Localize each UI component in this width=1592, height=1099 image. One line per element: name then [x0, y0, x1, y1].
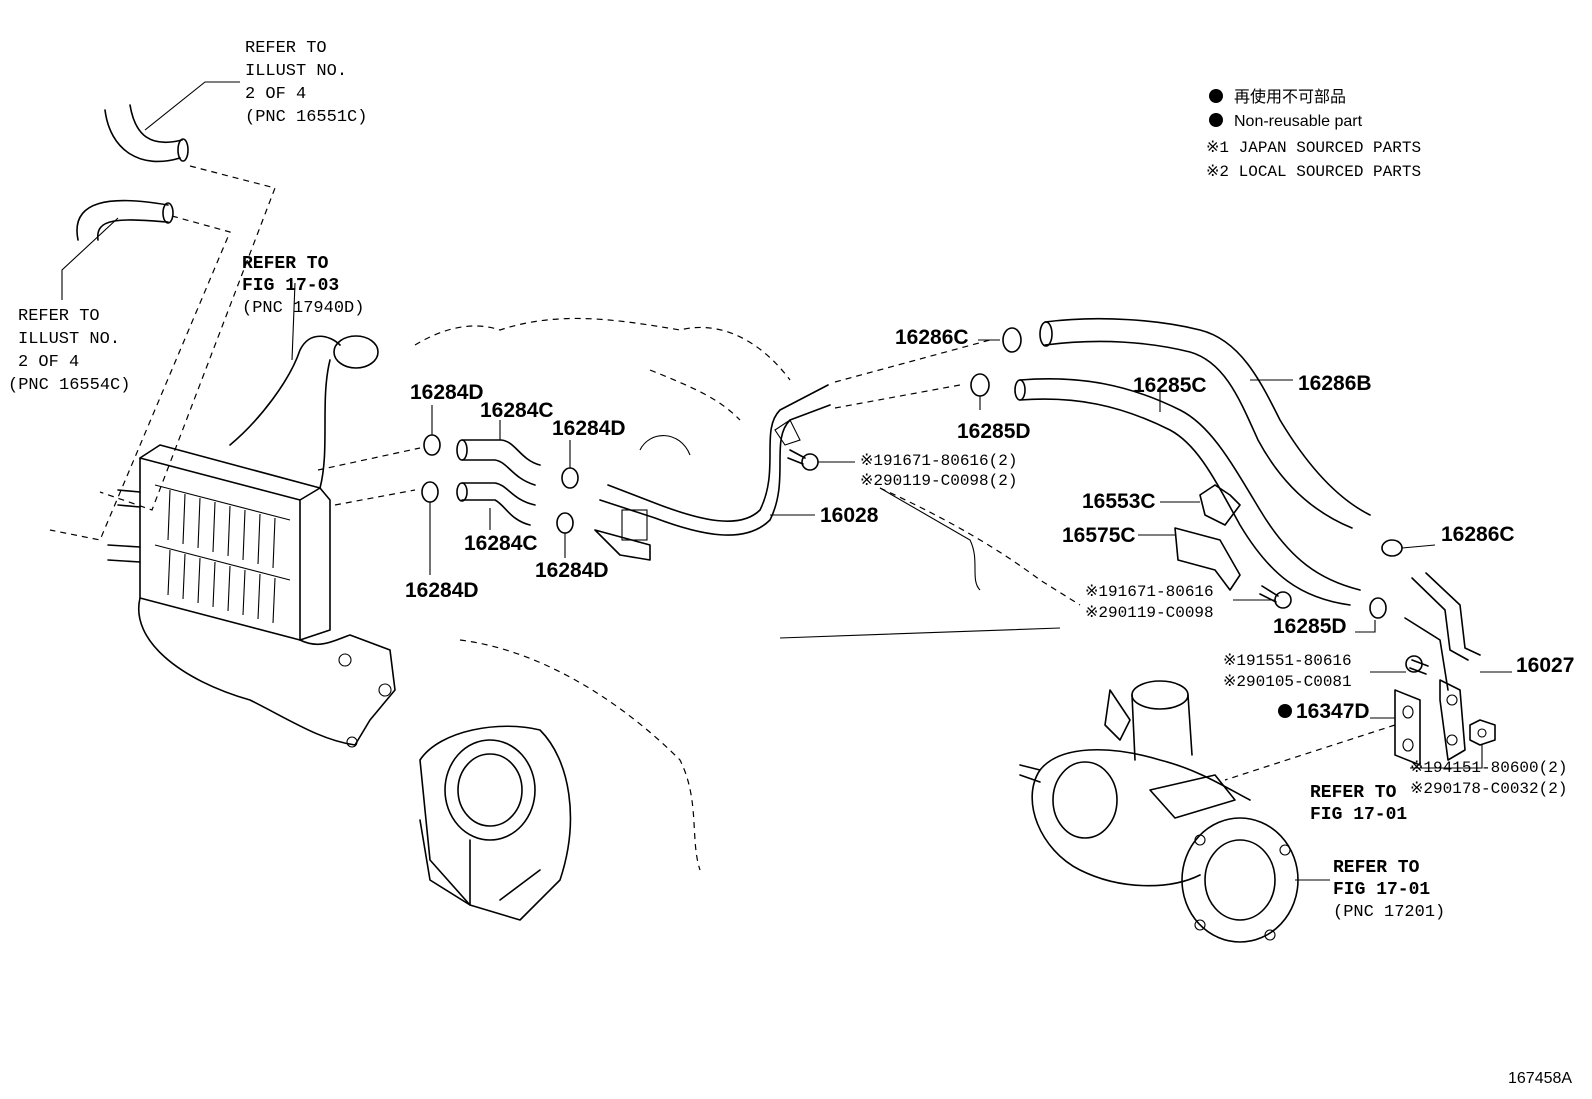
part-label-16284D: 16284D: [410, 381, 484, 404]
bolt-code: ※191671-80616(2): [860, 452, 1017, 470]
part-label-16286B: 16286B: [1298, 372, 1372, 395]
illustration-id: 167458A: [1508, 1070, 1572, 1087]
part-label-16575C: 16575C: [1062, 524, 1136, 547]
part-labels: 16284D 16284C 16284D 16284C 16284D 16284…: [405, 326, 1574, 723]
nut-code: ※194151-80600(2): [1410, 759, 1567, 777]
clamp-16286C: [1381, 539, 1436, 557]
bolt-code: ※191551-80616: [1223, 652, 1352, 670]
ref-line: 2 OF 4: [245, 85, 306, 104]
ref-line: (PNC 16554C): [8, 376, 130, 395]
ref-line: (PNC 17940D): [242, 299, 364, 318]
clamps-16284D: [421, 405, 579, 575]
bolt-code: ※290119-C0098(2): [860, 472, 1017, 490]
part-label-16284D: 16284D: [535, 559, 609, 582]
gasket-16347D: [1370, 689, 1421, 766]
dashed-leader: [1224, 724, 1396, 781]
engine-outline: [639, 435, 1061, 639]
ref-illust-top: REFER TO ILLUST NO. 2 OF 4 (PNC 16551C): [245, 39, 367, 127]
ref-line: FIG 17-01: [1310, 805, 1407, 825]
legend-non-reusable-jp: 再使用不可部品: [1234, 88, 1346, 106]
ref-line: REFER TO: [245, 39, 327, 58]
ref-line: REFER TO: [1310, 783, 1397, 803]
bolt-code: ※290119-C0098: [1085, 604, 1214, 622]
nut-code: ※290178-C0032(2): [1410, 780, 1567, 798]
bolt-code: ※290105-C0081: [1223, 673, 1352, 691]
part-label-16553C: 16553C: [1082, 490, 1156, 513]
ref-fig-17-01-a: REFER TO FIG 17-01: [1310, 783, 1407, 825]
engine-outline: [414, 317, 1081, 606]
dashed-leader: [334, 489, 416, 506]
bracket-16553C: [1160, 484, 1241, 526]
pipe-16028: [594, 339, 991, 561]
part-label-16347D: 16347D: [1296, 700, 1370, 723]
ref-fig-17-01-b: REFER TO FIG 17-01 (PNC 17201): [1333, 858, 1445, 922]
ref-line: ILLUST NO.: [245, 62, 347, 81]
bolt-icon: [1233, 585, 1292, 609]
ref-line: REFER TO: [242, 254, 329, 274]
legend-non-reusable-en: Non-reusable part: [1234, 113, 1363, 130]
part-label-16284D: 16284D: [405, 579, 479, 602]
hose-16554C: [61, 199, 174, 300]
ref-line: REFER TO: [1333, 858, 1420, 878]
clamp-16285D: [970, 373, 990, 410]
hose-16285C: [1014, 377, 1361, 606]
dashed-leader: [49, 215, 231, 541]
ref-line: ILLUST NO.: [18, 330, 120, 349]
ref-line: FIG 17-01: [1333, 880, 1430, 900]
turbocharger: [1019, 680, 1330, 943]
non-reusable-dot-icon: [1209, 89, 1223, 103]
ref-line: (PNC 16551C): [245, 108, 367, 127]
bracket-16575C: [1138, 527, 1241, 591]
ref-illust-left: REFER TO ILLUST NO. 2 OF 4 (PNC 16554C): [8, 307, 130, 395]
part-label-16284C: 16284C: [464, 532, 538, 555]
nut-icon: [1410, 719, 1496, 769]
hoses-16284C: [456, 420, 541, 530]
part-label-16027: 16027: [1516, 654, 1574, 677]
part-label-16286C: 16286C: [1441, 523, 1515, 546]
ref-line: REFER TO: [18, 307, 100, 326]
legend-local-sourced: ※2 LOCAL SOURCED PARTS: [1206, 163, 1421, 181]
legend-japan-sourced: ※1 JAPAN SOURCED PARTS: [1206, 139, 1421, 157]
ref-fig-17-03: REFER TO FIG 17-03 (PNC 17940D): [242, 254, 364, 318]
bolt-icon: [1370, 655, 1429, 675]
engine-outline: [459, 639, 701, 871]
bolt-code: ※191671-80616: [1085, 583, 1214, 601]
part-label-16284C: 16284C: [480, 399, 554, 422]
dashed-leader: [99, 165, 276, 511]
ref-line: FIG 17-03: [242, 276, 339, 296]
clamp-16286C: [978, 327, 1022, 353]
part-label-16285D: 16285D: [957, 420, 1031, 443]
hose-16551C: [104, 81, 240, 163]
non-reusable-dot-icon: [1209, 113, 1223, 127]
bolt-icon: [787, 449, 855, 471]
non-reusable-dot-icon: [1278, 704, 1292, 718]
fastener-codes: ※191671-80616(2) ※290119-C0098(2) ※19167…: [860, 452, 1567, 798]
ref-line: (PNC 17201): [1333, 903, 1445, 922]
pipe-16027: [1404, 572, 1512, 761]
hose-16286B: [1039, 317, 1371, 529]
dashed-leader: [317, 447, 421, 471]
part-label-16285C: 16285C: [1133, 374, 1207, 397]
part-label-16028: 16028: [820, 504, 879, 527]
ref-line: 2 OF 4: [18, 353, 79, 372]
clamp-16285D: [1355, 597, 1387, 633]
part-label-16284D: 16284D: [552, 417, 626, 440]
part-label-16286C: 16286C: [895, 326, 969, 349]
throttle-body: [419, 725, 572, 921]
intercooler: [107, 282, 396, 748]
part-label-16285D: 16285D: [1273, 615, 1347, 638]
legend: 再使用不可部品 Non-reusable part ※1 JAPAN SOURC…: [1206, 88, 1421, 181]
